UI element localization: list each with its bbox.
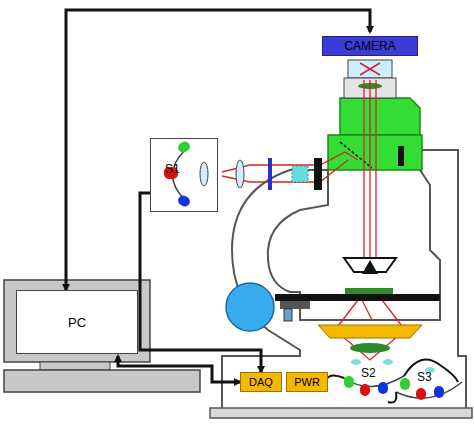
power-box: PWR <box>286 372 328 392</box>
led-mount <box>383 359 393 365</box>
filter <box>292 166 308 182</box>
node-text: PC <box>68 315 86 330</box>
objective <box>362 260 378 274</box>
beam-cross <box>360 63 380 75</box>
node-text: DAQ <box>249 376 273 388</box>
filter-box <box>348 60 392 78</box>
led-blue <box>176 194 191 209</box>
monitor-screen: PC <box>16 290 138 354</box>
focus-knob <box>226 283 274 331</box>
stage-screw <box>284 309 292 321</box>
computer-base <box>4 370 200 392</box>
monitor-neck <box>40 362 110 370</box>
microscope-stand <box>222 150 466 410</box>
light-source-box: S1 <box>150 138 218 212</box>
led-wires <box>326 360 458 403</box>
camera-box: CAMERA <box>322 36 418 56</box>
node-text: PWR <box>294 376 320 388</box>
connector <box>118 356 240 382</box>
dichroic-mirror <box>340 142 372 168</box>
condenser-lens <box>350 343 390 353</box>
filter <box>268 158 272 190</box>
stage-arm <box>280 301 310 309</box>
lens <box>200 162 208 186</box>
daq-box: DAQ <box>240 372 282 392</box>
condenser <box>318 325 422 338</box>
light-beam <box>222 80 405 360</box>
led-label: S3 <box>417 370 432 384</box>
node-text: CAMERA <box>344 39 395 53</box>
base-plate <box>210 408 472 418</box>
connector <box>140 193 261 372</box>
port <box>314 158 322 190</box>
beam-cross <box>360 63 380 75</box>
head-slot <box>398 146 404 166</box>
monitor-case <box>4 280 150 362</box>
node-text: S1 <box>165 162 180 176</box>
led-mount <box>351 359 361 365</box>
sample <box>345 288 393 294</box>
microscope-head <box>340 98 420 135</box>
led-green <box>176 140 191 155</box>
stage <box>275 294 440 301</box>
lens <box>236 160 244 188</box>
led-label: S2 <box>361 366 376 380</box>
